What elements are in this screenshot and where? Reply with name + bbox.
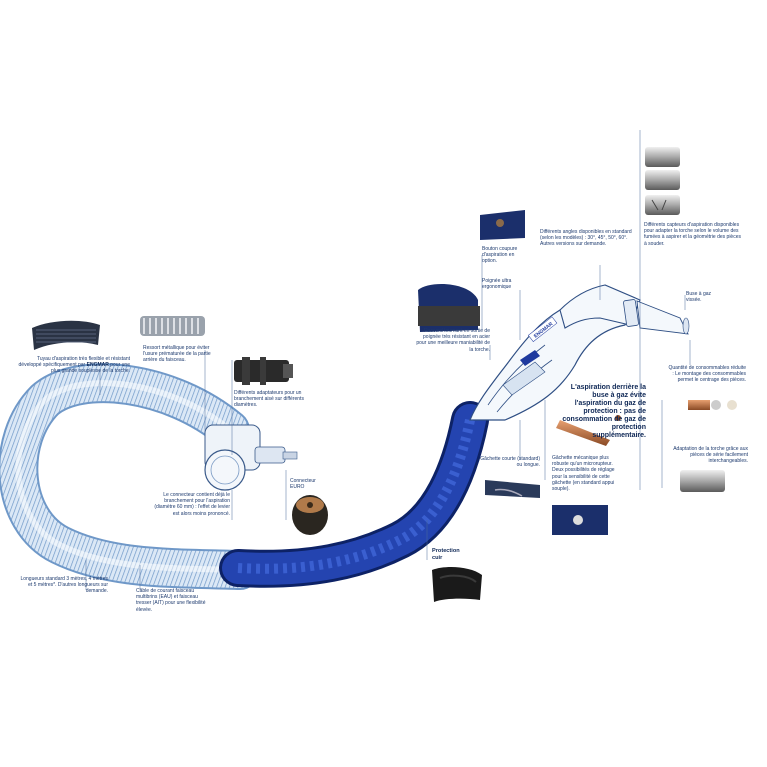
label-capteurs: Différents capteurs d'aspiration disponi… [644, 222, 741, 247]
photo-consumables [688, 400, 737, 410]
photo-hose-sample [32, 320, 100, 350]
label-hose-brand: ENGMAR [86, 362, 109, 369]
photo-leather-protection [432, 567, 482, 602]
photo-euro-connector [292, 495, 328, 535]
label-adaptation: Adaptation de la torche grâce aux pièces… [673, 446, 748, 465]
label-hose: Tuyau d'aspiration très flexible et rési… [18, 356, 130, 375]
label-hose-before: Tuyau d'aspiration très flexible et rési… [18, 356, 130, 369]
label-connector-note: Le connecteur contient déjà le brancheme… [154, 492, 230, 517]
photo-adapter [234, 357, 293, 385]
label-spring: Ressort métallique pour éviter l'usure p… [143, 345, 211, 364]
label-euro: Connecteur EURO [290, 478, 316, 491]
label-angles: Différents angles disponibles en standar… [540, 229, 632, 248]
blue-sleeve [219, 401, 489, 588]
photo-spring [140, 316, 205, 336]
rear-connector [204, 424, 298, 491]
photo-swivel [418, 284, 480, 332]
label-protection: Protection cuir [432, 548, 460, 561]
label-nozzle: Buse à gaz vissée. [686, 291, 712, 304]
label-adapters: Différents adaptateurs pour un brancheme… [234, 390, 304, 409]
label-highlight: L'aspiration derrière la buse à gaz évit… [562, 384, 646, 439]
photo-suction-button [480, 210, 525, 240]
label-lengths: Longueurs standard 3 mètres, 4 mètres et… [20, 576, 108, 595]
label-consumables: Quantité de consommables réduite : Le mo… [668, 365, 746, 384]
label-mechanical-trigger: Gâchette mécanique plus robuste qu'un mi… [552, 455, 615, 493]
photo-copper-tip [556, 415, 621, 446]
photo-mechanical-trigger [552, 505, 608, 535]
label-hose-after: pour une plus grande souplesse de la tor… [51, 362, 130, 375]
suction-hose [0, 363, 260, 590]
leader-lines [85, 130, 691, 590]
label-suction-button: Bouton coupure d'aspiration en option. [482, 246, 518, 265]
torch-handle [469, 284, 690, 421]
label-cable: Câble de courant faisceau multibrins (EA… [136, 588, 206, 613]
photo-gas-capteurs [645, 147, 680, 215]
label-swivel: Raccord tournant en sortie de poignée tr… [416, 328, 490, 353]
label-trigger: Gâchette courte (standard) ou longue. [480, 456, 540, 469]
photo-adaptation [680, 470, 725, 492]
label-handle: Poignée ultra ergonomique [482, 278, 512, 291]
photo-trigger [485, 480, 540, 498]
